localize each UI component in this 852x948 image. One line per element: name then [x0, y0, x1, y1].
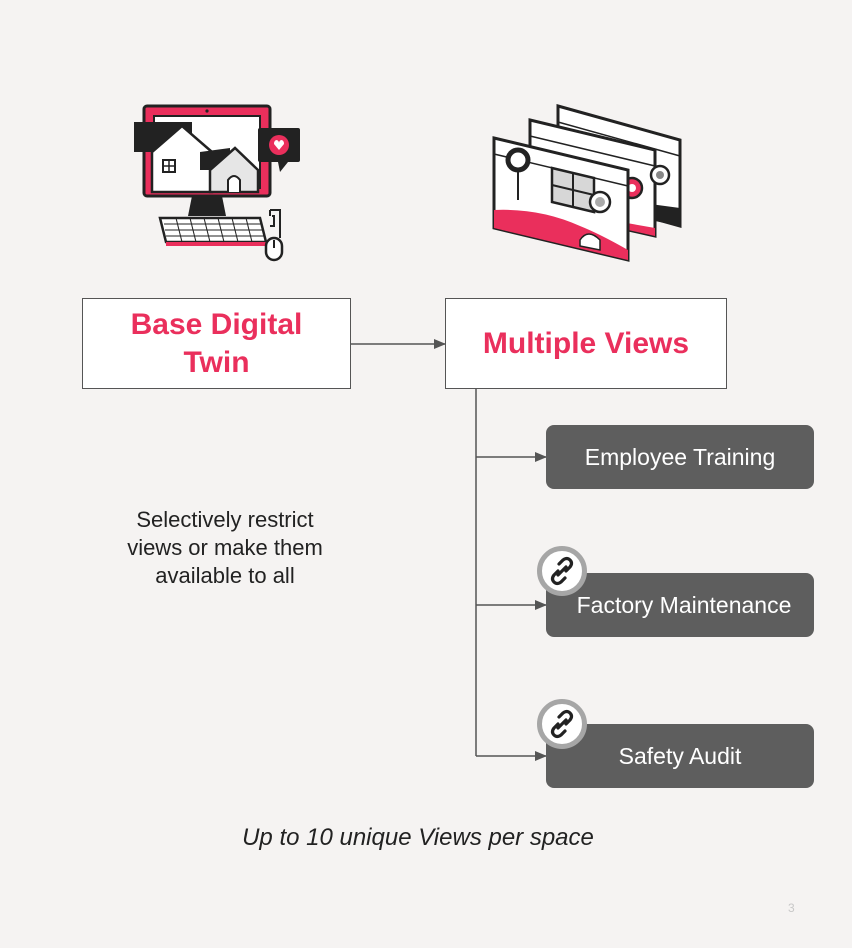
- view-label: Factory Maintenance: [576, 591, 792, 618]
- base-digital-twin-box: Base Digital Twin: [82, 298, 351, 389]
- view-label: Safety Audit: [618, 742, 742, 769]
- link-icon: [537, 546, 587, 596]
- view-label: Employee Training: [584, 443, 776, 470]
- multiple-views-box: Multiple Views: [445, 298, 727, 389]
- views-limit-caption: Up to 10 unique Views per space: [242, 824, 594, 851]
- visibility-note: Selectively restrict views or make them …: [127, 507, 323, 588]
- multiple-views-label: Multiple Views: [482, 326, 690, 360]
- base-digital-twin-label: Base Digital Twin: [130, 307, 303, 379]
- stacked-views-icon: [492, 104, 682, 262]
- view-employee-training[interactable]: Employee Training: [546, 425, 814, 489]
- view-factory-maintenance[interactable]: Factory Maintenance: [546, 573, 814, 637]
- computer-house-icon: [134, 104, 300, 262]
- page-number: 3: [788, 901, 795, 915]
- link-icon: [537, 699, 587, 749]
- view-safety-audit[interactable]: Safety Audit: [546, 724, 814, 788]
